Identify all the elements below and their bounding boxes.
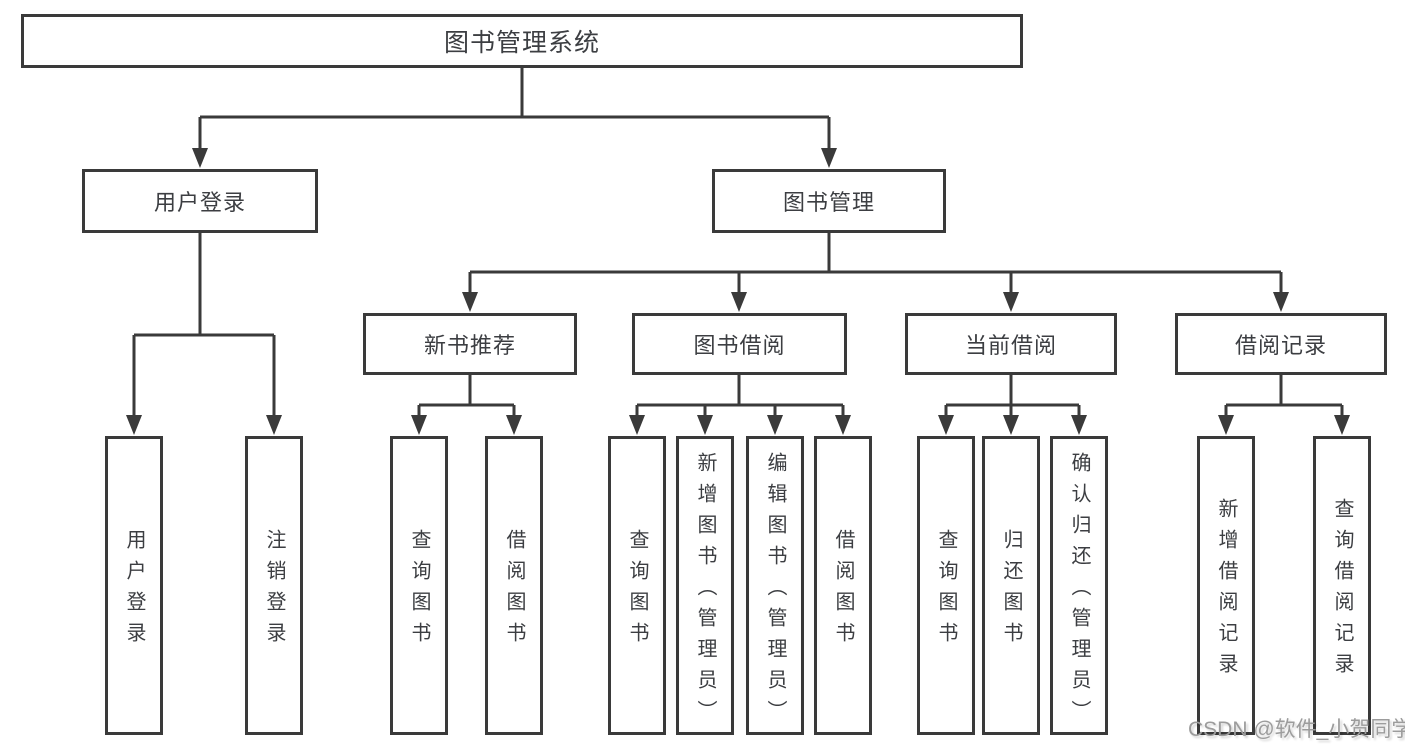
- leaf-query-books-current: 查询图书: [917, 436, 975, 735]
- leaf-query-borrow-record-label: 查询借阅记录: [1331, 498, 1353, 684]
- arrowhead: [1334, 415, 1350, 435]
- node-borrow-records: 借阅记录: [1175, 313, 1387, 375]
- leaf-logout-login-label: 注销登录: [263, 529, 285, 653]
- leaf-return-book: 归还图书: [982, 436, 1040, 735]
- arrowhead: [266, 415, 282, 435]
- arrowhead: [697, 415, 713, 435]
- leaf-add-borrow-record: 新增借阅记录: [1197, 436, 1255, 735]
- leaf-query-books-recommend-label: 查询图书: [408, 529, 430, 653]
- connector-line: [468, 233, 1283, 293]
- leaf-add-book-admin-label: 新增图书（管理员）: [694, 451, 716, 731]
- connector-user-login-to-leaves: [126, 233, 282, 435]
- arrowhead: [938, 415, 954, 435]
- arrowhead: [462, 292, 478, 312]
- arrowhead: [192, 148, 208, 168]
- leaf-borrow-books-recommend-label: 借阅图书: [503, 529, 525, 653]
- leaf-edit-book-admin: 编辑图书（管理员）: [746, 436, 804, 735]
- connector-line: [132, 233, 276, 416]
- leaf-query-books-borrow-label: 查询图书: [626, 529, 648, 653]
- watermark-text: CSDN @软件_小贺同学: [1188, 718, 1405, 741]
- node-root-label: 图书管理系统: [443, 29, 600, 57]
- connector-line: [635, 375, 845, 416]
- leaf-user-login-label: 用户登录: [123, 529, 145, 653]
- node-current-borrow: 当前借阅: [905, 313, 1117, 375]
- connector-new-book-recommend-to-leaves: [411, 375, 522, 435]
- arrowhead: [411, 415, 427, 435]
- leaf-query-books-current-label: 查询图书: [935, 529, 957, 653]
- node-current-borrow-label: 当前借阅: [964, 333, 1057, 358]
- arrowhead: [821, 148, 837, 168]
- connector-book-management-to-level3: [462, 233, 1289, 312]
- arrowhead: [731, 292, 747, 312]
- leaf-query-books-borrow: 查询图书: [608, 436, 666, 735]
- leaf-confirm-return-admin-label: 确认归还（管理员）: [1068, 451, 1090, 731]
- connector-line: [1224, 375, 1344, 416]
- node-new-book-recommend: 新书推荐: [363, 313, 577, 375]
- leaf-user-login: 用户登录: [105, 436, 163, 735]
- arrowhead: [126, 415, 142, 435]
- connector-root-to-level2: [192, 68, 837, 168]
- leaf-borrow-books-recommend: 借阅图书: [485, 436, 543, 735]
- arrowhead: [1071, 415, 1087, 435]
- connector-line: [944, 375, 1081, 416]
- node-book-borrow-label: 图书借阅: [693, 333, 786, 358]
- leaf-logout-login: 注销登录: [245, 436, 303, 735]
- leaf-query-borrow-record: 查询借阅记录: [1313, 436, 1371, 735]
- connector-book-borrow-to-leaves: [629, 375, 851, 435]
- arrowhead: [767, 415, 783, 435]
- leaf-return-book-label: 归还图书: [1000, 529, 1022, 653]
- connector-line: [417, 375, 516, 416]
- node-book-management-label: 图书管理: [782, 190, 875, 215]
- arrowhead: [1003, 415, 1019, 435]
- leaf-edit-book-admin-label: 编辑图书（管理员）: [764, 451, 786, 731]
- arrowhead: [1003, 292, 1019, 312]
- node-book-management: 图书管理: [712, 169, 946, 233]
- leaf-borrow-books-borrow: 借阅图书: [814, 436, 872, 735]
- connector-line: [198, 68, 831, 149]
- node-book-borrow: 图书借阅: [632, 313, 847, 375]
- leaf-add-book-admin: 新增图书（管理员）: [676, 436, 734, 735]
- leaf-confirm-return-admin: 确认归还（管理员）: [1050, 436, 1108, 735]
- node-user-login-label: 用户登录: [153, 190, 246, 215]
- node-root: 图书管理系统: [21, 14, 1023, 68]
- arrowhead: [1218, 415, 1234, 435]
- leaf-add-borrow-record-label: 新增借阅记录: [1215, 498, 1237, 684]
- node-borrow-records-label: 借阅记录: [1234, 333, 1327, 358]
- connector-current-borrow-to-leaves: [938, 375, 1087, 435]
- arrowhead: [506, 415, 522, 435]
- connector-borrow-records-to-leaves: [1218, 375, 1350, 435]
- leaf-query-books-recommend: 查询图书: [390, 436, 448, 735]
- arrowhead: [835, 415, 851, 435]
- leaf-borrow-books-borrow-label: 借阅图书: [832, 529, 854, 653]
- arrowhead: [629, 415, 645, 435]
- node-new-book-recommend-label: 新书推荐: [423, 333, 516, 358]
- arrowhead: [1273, 292, 1289, 312]
- node-user-login: 用户登录: [82, 169, 318, 233]
